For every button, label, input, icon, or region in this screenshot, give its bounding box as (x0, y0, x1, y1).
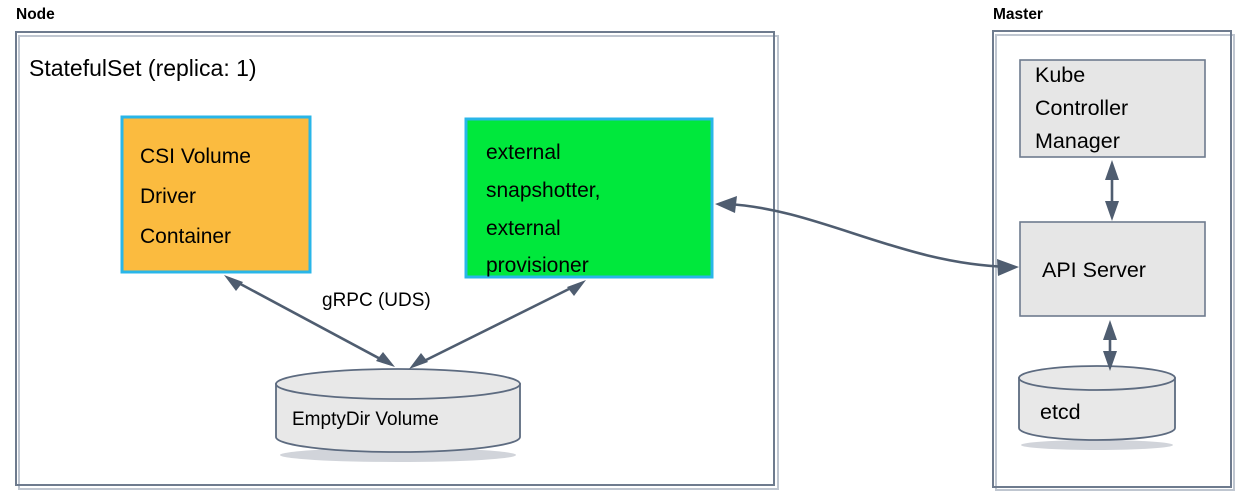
csi-volume-driver-container-box[interactable]: CSI Volume Driver Container (120, 115, 312, 274)
kcm-rect (1019, 59, 1206, 158)
emptydir-cylinder-body (275, 383, 521, 453)
csi-driver-line-1: CSI Volume (140, 145, 251, 168)
arrowhead-to-etcd (1103, 351, 1117, 371)
master-group-border-shadow (995, 34, 1235, 491)
arrowhead-to-api-server-bottom (1103, 320, 1117, 340)
external-controllers-line-4: provisioner (486, 254, 589, 277)
connector-external-controllers-to-emptydir (409, 280, 586, 369)
external-snapshotter-provisioner-box[interactable]: external snapshotter, external provision… (464, 117, 714, 279)
emptydir-cylinder-top (275, 368, 521, 400)
etcd-cylinder-top (1018, 365, 1176, 391)
etcd-shadow (1021, 440, 1173, 450)
connector-csi-driver-to-emptydir (224, 275, 395, 367)
csi-driver-line-2: Driver (140, 185, 196, 208)
master-group-title: Master (993, 6, 1043, 23)
statefulset-label: StatefulSet (replica: 1) (29, 55, 257, 81)
connector-kcm-to-api-server (1105, 160, 1119, 221)
external-controllers-line-2: snapshotter, (486, 179, 600, 202)
external-controllers-line-1: external (486, 141, 561, 164)
kcm-line-1: Kube (1035, 63, 1085, 87)
connector-api-server-to-etcd (1103, 320, 1117, 371)
grpc-uds-label: gRPC (UDS) (322, 290, 431, 311)
api-server-box[interactable]: API Server (1019, 221, 1206, 317)
kcm-line-3: Manager (1035, 129, 1120, 153)
etcd-cylinder[interactable]: etcd (1018, 365, 1176, 450)
node-group-title: Node (16, 6, 55, 23)
arrowhead-to-emptydir-right (409, 353, 428, 369)
csi-driver-line-3: Container (140, 225, 231, 248)
arrowhead-to-emptydir-left (376, 352, 395, 367)
csi-driver-rect (120, 115, 312, 274)
arrowhead-to-csi-driver (224, 275, 243, 291)
node-group-border (15, 31, 775, 486)
arrowhead-to-api-server-left (997, 259, 1019, 276)
api-server-rect (1019, 221, 1206, 317)
emptydir-shadow (280, 448, 516, 462)
arrowhead-to-kcm (1105, 160, 1119, 180)
api-server-label: API Server (1042, 258, 1146, 282)
connector-external-controllers-to-api-server (715, 196, 1019, 276)
arrowhead-to-external-controllers (567, 280, 586, 296)
emptydir-volume-cylinder[interactable]: EmptyDir Volume (275, 368, 521, 462)
external-controllers-rect (464, 117, 714, 279)
master-group-border (992, 30, 1232, 488)
emptydir-volume-label: EmptyDir Volume (292, 409, 439, 430)
arrowhead-to-external-controllers-right (715, 196, 737, 213)
node-group-border-shadow (18, 35, 779, 490)
kube-controller-manager-box[interactable]: Kube Controller Manager (1019, 59, 1206, 158)
external-controllers-line-3: external (486, 217, 561, 240)
kcm-line-2: Controller (1035, 96, 1128, 120)
arrowhead-to-api-server-top (1105, 201, 1119, 221)
etcd-cylinder-body (1018, 377, 1176, 441)
etcd-label: etcd (1040, 400, 1081, 424)
